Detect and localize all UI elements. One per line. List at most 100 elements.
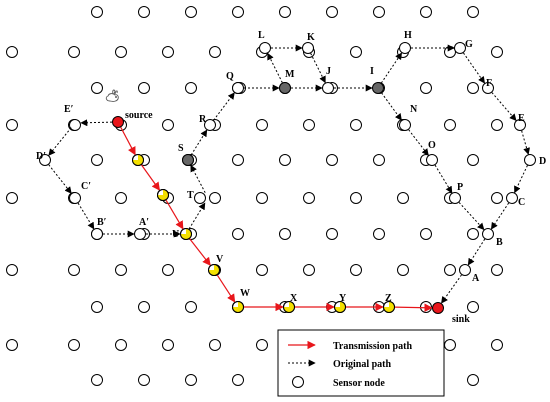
sensor-node [185, 301, 197, 313]
sensor-node [6, 264, 18, 276]
sensor-node [6, 119, 18, 131]
sensor-node [185, 6, 197, 18]
path-node [194, 192, 206, 204]
path-node [514, 119, 526, 131]
sensor-node [444, 46, 456, 58]
relay-node-yellow-fill [132, 160, 144, 166]
sensor-node [279, 6, 291, 18]
path-node [204, 119, 216, 131]
sensor-node [467, 82, 479, 94]
sensor-node [420, 82, 432, 94]
sensor-node [350, 264, 362, 276]
sensor-node [444, 119, 456, 131]
sensor-node [256, 119, 268, 131]
original-path-segment [48, 164, 72, 194]
relay-node-yellow-fill [334, 307, 346, 313]
sensor-node [256, 192, 268, 204]
transmission-segment [189, 238, 211, 266]
original-path-segment [267, 52, 283, 83]
relay-node-yellow-outline [283, 301, 295, 313]
label-a: A [472, 273, 480, 284]
original-path-segment [490, 202, 510, 230]
label-n: N [410, 104, 418, 115]
label-b: B [496, 237, 503, 248]
label-d: D [539, 156, 546, 167]
sink-node [432, 302, 444, 314]
path-node [69, 192, 81, 204]
sensor-node [326, 228, 338, 240]
transmission-segment [216, 274, 236, 303]
sensor-node [444, 264, 456, 276]
sensor-node [6, 339, 18, 351]
label-i: I [370, 66, 374, 77]
sensor-node [397, 264, 409, 276]
sensor-node [373, 6, 385, 18]
sensor-node [185, 82, 197, 94]
sensor-node [138, 301, 150, 313]
transmission-segment [165, 199, 184, 230]
label-d-prime: D′ [36, 151, 46, 162]
sensor-node [68, 46, 80, 58]
sensor-node [232, 6, 244, 18]
sensor-node [491, 119, 503, 131]
sensor-node [162, 119, 174, 131]
sensor-node [209, 192, 221, 204]
label-l: L [258, 30, 265, 41]
label-b-prime: B′ [97, 217, 107, 228]
sensor-node [303, 119, 315, 131]
sensor-node [232, 374, 244, 386]
label-s: S [178, 143, 184, 154]
sensor-node [115, 46, 127, 58]
sensor-node [279, 154, 291, 166]
transmission-segment [394, 303, 433, 312]
path-node [482, 228, 494, 240]
relay-node-yellow-outline [157, 189, 169, 201]
original-path-segment [213, 92, 235, 121]
sensor-node [68, 264, 80, 276]
sensor-node [162, 264, 174, 276]
path-node [39, 154, 51, 166]
relay-node-yellow-fill [214, 264, 220, 270]
label-x: X [290, 293, 298, 304]
relay-node-yellow-outline [208, 264, 220, 276]
relay-node-yellow-fill [383, 307, 395, 313]
label-p: P [457, 182, 463, 193]
sensor-node [491, 46, 503, 58]
sink-label: sink [452, 314, 470, 325]
relay-node-yellow-fill [208, 270, 220, 276]
sensor-node [162, 46, 174, 58]
relay-node-yellow-fill [157, 195, 169, 201]
label-w: W [240, 288, 250, 299]
relay-node-yellow-outline [334, 301, 346, 313]
relay-node-i [372, 82, 384, 94]
sensor-node [467, 228, 479, 240]
sensor-node [91, 301, 103, 313]
label-a-prime: A′ [139, 217, 149, 228]
original-path-segment [408, 129, 429, 156]
legend-transmission-label: Transmission path [333, 341, 412, 352]
sensor-node [6, 192, 18, 204]
rabbit-icon [105, 89, 119, 102]
sensor-node [303, 192, 315, 204]
relay-node-yellow-fill [289, 301, 295, 307]
original-path-segment [77, 202, 95, 230]
sensor-node [467, 301, 479, 313]
path-node [134, 228, 146, 240]
transmission-segment [120, 127, 136, 156]
sensor-node [91, 6, 103, 18]
relay-node-yellow-outline [132, 154, 144, 166]
relay-node-yellow-fill [232, 307, 244, 313]
relay-node-yellow-fill [340, 301, 346, 307]
sensor-node [350, 119, 362, 131]
original-path-segment [310, 53, 326, 84]
sensor-node [185, 374, 197, 386]
relay-node-yellow-outline [180, 228, 192, 240]
sensor-node [350, 192, 362, 204]
path-node [91, 228, 103, 240]
path-node [454, 42, 466, 54]
sensor-node [326, 6, 338, 18]
original-path-segment [190, 164, 206, 193]
sensor-node [256, 339, 268, 351]
sensor-node [420, 228, 432, 240]
legend-sensor-circle [292, 376, 304, 388]
